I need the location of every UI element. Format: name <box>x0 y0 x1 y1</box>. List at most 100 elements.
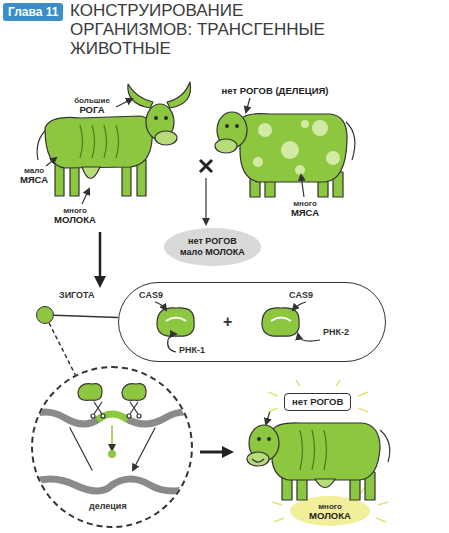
node-text: CAS9 <box>289 290 313 300</box>
drawing-part <box>293 302 306 310</box>
dna-deletion <box>25 368 205 526</box>
callout-label: МОЛОКА <box>309 511 351 521</box>
zygote-circle: ЗИГОТА <box>36 306 54 324</box>
callout-label: нет РОГОВ (ДЕЛЕЦИЯ) <box>222 86 329 96</box>
drawing-part <box>127 414 131 418</box>
drawing-part <box>25 412 100 424</box>
drawing-part <box>262 308 299 336</box>
cas9-proteins <box>155 302 320 352</box>
down-arrow <box>99 232 102 284</box>
drawing-part <box>226 125 229 128</box>
drawing-part <box>128 84 153 108</box>
drawing-part <box>253 120 340 175</box>
callout-label: МЯСА <box>20 175 48 185</box>
drawing-part <box>108 450 116 458</box>
drawing-part <box>240 114 347 182</box>
drawing-part <box>215 139 237 153</box>
drawing-part <box>125 412 205 424</box>
drawing-part <box>80 125 119 158</box>
node-text: + <box>223 313 232 331</box>
result-cow <box>247 423 390 500</box>
node-text: РНК-2 <box>323 327 349 337</box>
drawing-part <box>45 116 153 168</box>
connector-line <box>54 315 118 317</box>
drawing-part <box>281 141 299 159</box>
result-oval: нет РОГОВмало МОЛОКА <box>164 228 261 266</box>
meat-cow <box>215 112 355 197</box>
result-arrow <box>200 451 230 454</box>
drawing-part <box>25 479 205 491</box>
node-text: нет РОГОВ <box>292 396 343 408</box>
node-text: нет РОГОВ <box>180 236 245 247</box>
drawing-part <box>253 157 263 167</box>
drawing-part <box>247 452 269 466</box>
drawing-part <box>165 117 168 120</box>
drawing-part <box>380 430 390 462</box>
callout-label: РОГА <box>79 105 104 115</box>
drawing-part <box>166 318 186 322</box>
callout-label: МОЛОКА <box>54 215 96 225</box>
callout-label: много <box>293 199 317 208</box>
drawing-part <box>33 368 191 526</box>
drawing-part <box>300 430 327 470</box>
cross-arrow <box>205 178 206 224</box>
drawing-part <box>312 120 328 136</box>
drawing-part <box>111 426 113 450</box>
node-text: РНК-1 <box>179 345 205 355</box>
drawing-part <box>236 125 239 128</box>
callout-label: мало <box>24 166 44 175</box>
node-text: мало МОЛОКА <box>180 247 245 258</box>
drawing-part <box>268 438 271 441</box>
callout-label: много <box>318 502 342 511</box>
no-horns-box: нет РОГОВ <box>284 393 351 411</box>
drawing-part <box>168 334 176 352</box>
drawing-part <box>122 384 146 401</box>
drawing-part <box>301 120 309 128</box>
title-text: КОНСТРУИРОВАНИЕ ОРГАНИЗМОВ: ТРАНСГЕННЫЕ … <box>70 1 360 58</box>
drawing-part <box>326 151 340 165</box>
drawing-part <box>246 98 250 112</box>
drawing-part <box>78 384 146 418</box>
cross-sign <box>200 160 212 172</box>
drawing-part <box>298 334 320 341</box>
callout-label: большие <box>74 96 110 105</box>
node-text: CAS9 <box>139 290 163 300</box>
callout-label: МЯСА <box>291 208 319 218</box>
drawing-part <box>82 167 100 179</box>
drawing-part <box>46 158 56 166</box>
thin-cow <box>37 82 190 196</box>
callout-label: много <box>63 206 87 215</box>
drawing-part <box>94 402 102 414</box>
drawing-part <box>167 82 191 108</box>
deletion-circle: делеция <box>31 366 193 528</box>
drawing-part <box>100 414 125 418</box>
drawing-part <box>91 414 95 418</box>
drawing-part <box>25 412 205 491</box>
drawing-part <box>155 302 166 310</box>
drawing-part <box>155 117 158 120</box>
drawing-part <box>82 189 89 204</box>
drawing-part <box>258 438 261 441</box>
drawing-part <box>268 380 368 412</box>
drawing-part <box>155 131 177 145</box>
drawing-part <box>272 423 380 480</box>
node-text: делеция <box>89 501 127 511</box>
drawing-part <box>315 479 335 488</box>
drawing-part <box>78 384 102 401</box>
node-text: Глава 11 <box>8 4 58 20</box>
cas9-bubble: CAS9 CAS9РНК-1 + РНК-2 <box>118 282 386 362</box>
drawing-part <box>116 99 132 107</box>
glow <box>268 380 388 526</box>
node-text: ЗИГОТА <box>59 290 95 300</box>
chapter-badge: Глава 11 <box>3 3 63 21</box>
drawing-part <box>101 414 105 418</box>
drawing-part <box>130 402 138 414</box>
drawing-part <box>258 123 272 137</box>
drawing-part <box>200 160 212 172</box>
drawing-part <box>271 318 291 322</box>
drawing-part <box>301 175 304 197</box>
